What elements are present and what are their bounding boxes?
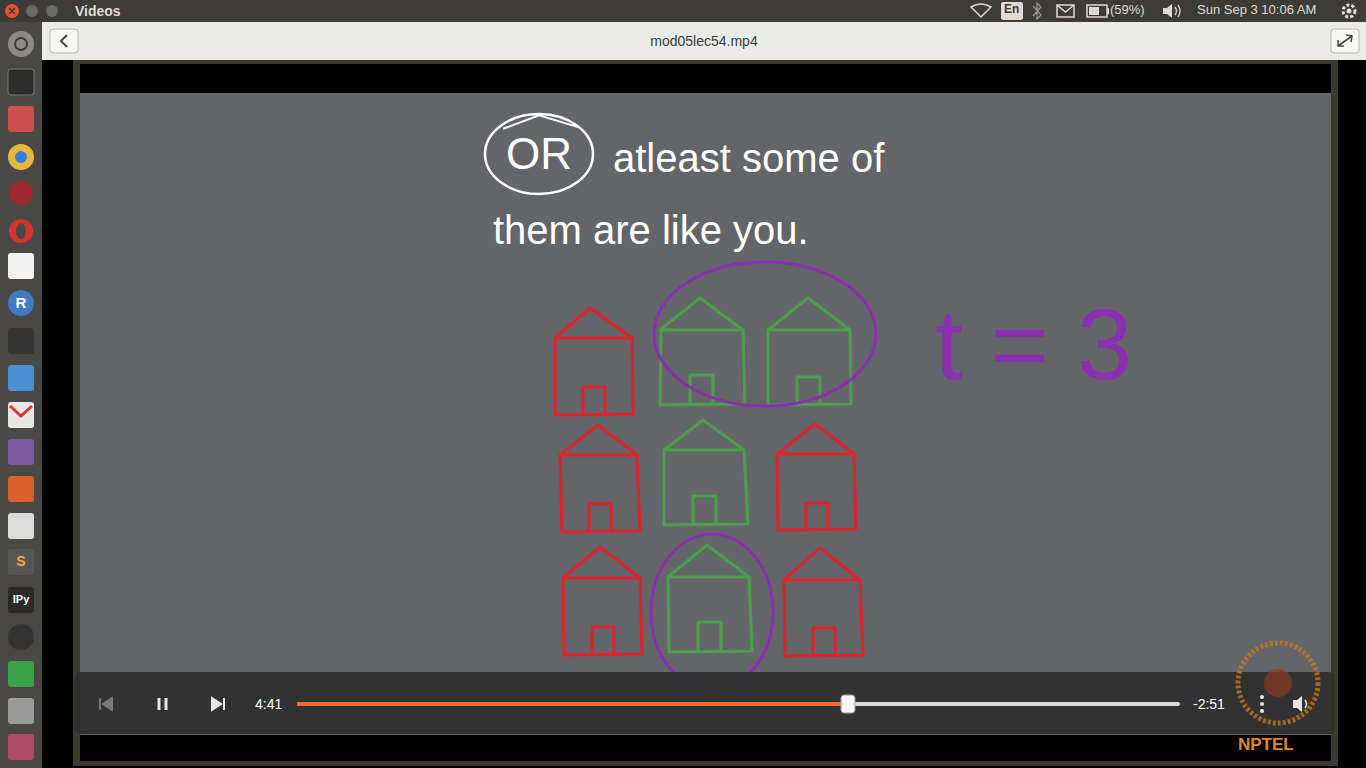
sublime-icon xyxy=(8,549,34,575)
neighbour-circle xyxy=(651,534,773,690)
red-house xyxy=(784,548,863,656)
menu-dot xyxy=(1260,709,1264,713)
pause-button xyxy=(159,698,166,710)
volume-icon xyxy=(1163,4,1172,18)
back-chevron xyxy=(61,35,67,47)
controls-bar xyxy=(75,672,1335,734)
red-house xyxy=(560,425,640,532)
minimize-button xyxy=(26,5,38,17)
fullscreen-button xyxy=(1331,29,1359,53)
next-button xyxy=(212,698,224,710)
battery-tip xyxy=(1107,8,1109,14)
launcher-icons xyxy=(8,31,34,760)
circled-word: OR xyxy=(483,112,595,196)
settings-gear-hub xyxy=(1347,9,1352,14)
seek-progress xyxy=(297,702,848,706)
nptel-logo-ring xyxy=(1238,643,1318,723)
gp-icon xyxy=(8,624,34,650)
reader-icon xyxy=(8,253,34,279)
red-house xyxy=(563,547,642,655)
keyboard-layout: En xyxy=(1004,3,1019,17)
app-title: Videos xyxy=(75,3,121,19)
battery-icon xyxy=(1087,5,1107,17)
back-button xyxy=(50,29,78,53)
green-house xyxy=(668,545,752,652)
video-background xyxy=(42,60,1366,768)
launcher-letter: R xyxy=(16,294,27,311)
seek-handle xyxy=(841,695,855,713)
red-house xyxy=(555,308,633,415)
neighbour-circle xyxy=(654,262,876,406)
circle-overstroke xyxy=(503,115,578,128)
extra-icon xyxy=(8,734,34,760)
clock: Sun Sep 3 10:06 AM xyxy=(1197,3,1316,18)
nptel-logo-center xyxy=(1264,669,1292,697)
settings-gear xyxy=(1343,5,1355,17)
threshold-value: t = 3 xyxy=(935,287,1132,402)
dash-icon-mark xyxy=(15,38,27,50)
chrome-icon xyxy=(8,144,34,170)
houses xyxy=(555,298,863,656)
fullscreen-arrow xyxy=(1338,35,1352,46)
wifi-icon xyxy=(971,4,991,17)
elapsed-time: 4:41 xyxy=(255,696,282,712)
maximize-button xyxy=(46,5,58,17)
close-cross xyxy=(9,8,15,14)
mail-flap xyxy=(1057,5,1074,12)
volume-button xyxy=(1293,696,1302,712)
slide-bottom-band xyxy=(80,735,1331,761)
document-icon xyxy=(8,365,34,391)
gmail-mark xyxy=(10,406,32,416)
window-header xyxy=(42,22,1366,60)
video-file-title: mod05lec54.mp4 xyxy=(650,33,757,49)
media-icon xyxy=(8,439,34,465)
video-frame xyxy=(73,60,1338,766)
circle-outline xyxy=(485,114,593,194)
mail-icon xyxy=(1057,5,1074,17)
circled-text: OR xyxy=(506,129,572,179)
volume-waves xyxy=(1175,5,1180,17)
chrome-center xyxy=(15,151,27,163)
previous-button xyxy=(100,698,112,710)
gmail-icon xyxy=(8,402,34,428)
settings-app-icon xyxy=(9,181,33,205)
slide xyxy=(80,93,1331,735)
ipython-icon xyxy=(8,587,34,613)
close-button xyxy=(5,4,19,18)
green-house xyxy=(660,298,745,405)
calc-icon xyxy=(8,661,34,687)
video-icon xyxy=(8,328,34,354)
keyboard-indicator xyxy=(1001,2,1023,20)
launcher-letter: S xyxy=(16,553,25,569)
seek-track xyxy=(297,702,1180,706)
top-panel xyxy=(0,0,1366,22)
battery-percent: (59%) xyxy=(1110,3,1145,18)
opera-center xyxy=(16,223,26,239)
terminal-icon xyxy=(8,69,34,95)
red-house xyxy=(777,424,856,530)
opera-icon xyxy=(9,219,33,243)
menu-dot xyxy=(1260,695,1264,699)
volume-wave xyxy=(1305,700,1307,708)
impress-icon xyxy=(8,476,34,502)
bluetooth-icon xyxy=(1033,3,1041,19)
launcher xyxy=(0,22,42,768)
green-house xyxy=(664,420,748,525)
slide-top-band xyxy=(80,64,1331,93)
battery-level xyxy=(1089,7,1099,15)
drive-icon xyxy=(8,698,34,724)
dash-icon xyxy=(8,31,34,57)
watermark: NPTEL xyxy=(1238,735,1294,755)
editor-icon xyxy=(8,513,34,539)
menu-dot xyxy=(1260,702,1264,706)
launcher-letter: IPy xyxy=(13,593,30,606)
remaining-time: -2:51 xyxy=(1193,696,1225,712)
files-icon xyxy=(8,106,34,132)
r-icon xyxy=(8,290,34,316)
